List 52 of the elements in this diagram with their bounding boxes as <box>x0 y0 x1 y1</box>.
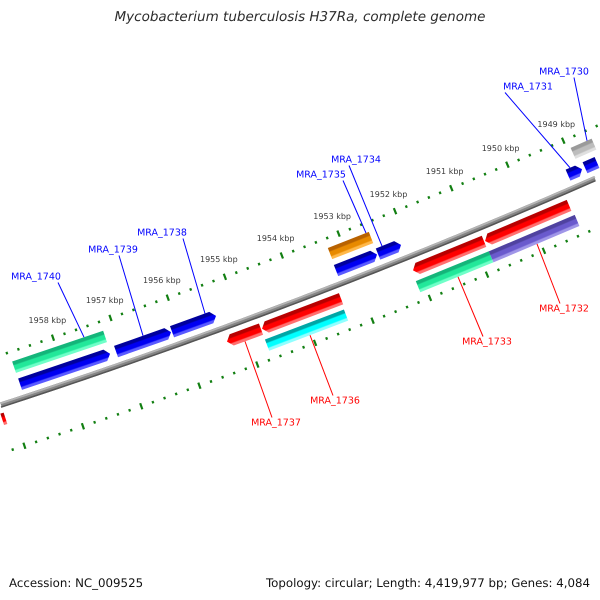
gene-label: MRA_1732 <box>539 304 589 314</box>
leader-line <box>536 243 560 304</box>
gene-bar <box>413 236 486 274</box>
leader-line <box>310 334 334 396</box>
gene-bar <box>18 350 110 390</box>
gene-bar <box>570 138 596 159</box>
leader-line <box>348 165 382 246</box>
leader-line <box>504 92 570 168</box>
scale-label: 1958 kbp <box>28 316 66 326</box>
leader-line <box>182 238 206 314</box>
scale-label: 1956 kbp <box>143 276 181 286</box>
gene-bar <box>0 412 8 426</box>
leader-line <box>244 340 272 418</box>
scale-label: 1953 kbp <box>313 212 351 222</box>
scale-label: 1955 kbp <box>200 255 238 266</box>
gene-bar <box>566 166 582 181</box>
gene-bar <box>485 200 572 245</box>
leader-line <box>574 77 588 142</box>
gene-bar <box>376 241 401 260</box>
leader-line <box>58 282 84 338</box>
gene-bar <box>227 323 264 346</box>
gene-label: MRA_1735 <box>296 170 346 180</box>
gene-bar <box>170 312 216 338</box>
gene-label: MRA_1737 <box>251 418 301 428</box>
scale-label: 1951 kbp <box>426 167 464 178</box>
scale-label: 1949 kbp <box>537 120 576 130</box>
gene-label: MRA_1738 <box>137 228 187 238</box>
gene-label: MRA_1740 <box>11 272 61 282</box>
gene-bar <box>114 328 172 358</box>
gene-label: MRA_1730 <box>539 66 589 78</box>
gene-bar <box>334 250 377 276</box>
gene-label: MRA_1733 <box>462 336 512 348</box>
accession-text: Accession: NC_009525 <box>9 576 144 590</box>
gene-bar <box>262 293 344 333</box>
gene-label: MRA_1739 <box>88 244 138 256</box>
gene-bar <box>416 251 494 292</box>
leader-line <box>458 276 484 337</box>
gene-bar <box>12 330 107 373</box>
gene-bar <box>328 232 374 260</box>
leader-line <box>342 180 366 234</box>
scale-label: 1950 kbp <box>482 144 520 154</box>
scale-label: 1952 kbp <box>370 190 408 200</box>
scale-label: 1954 kbp <box>256 234 294 244</box>
scale-label: 1957 kbp <box>86 296 124 306</box>
gene-label: MRA_1736 <box>310 396 360 406</box>
leader-line <box>118 255 144 336</box>
map-title: Mycobacterium tuberculosis H37Ra, complete genome <box>114 9 486 26</box>
gene-bar <box>488 214 580 262</box>
genome-stats-text: Topology: circular; Length: 4,419,977 bp; Genes: 4,084 <box>266 576 590 590</box>
gene-label: MRA_1734 <box>331 154 381 166</box>
gene-label: MRA_1731 <box>503 82 553 92</box>
gene-bar <box>582 157 600 174</box>
